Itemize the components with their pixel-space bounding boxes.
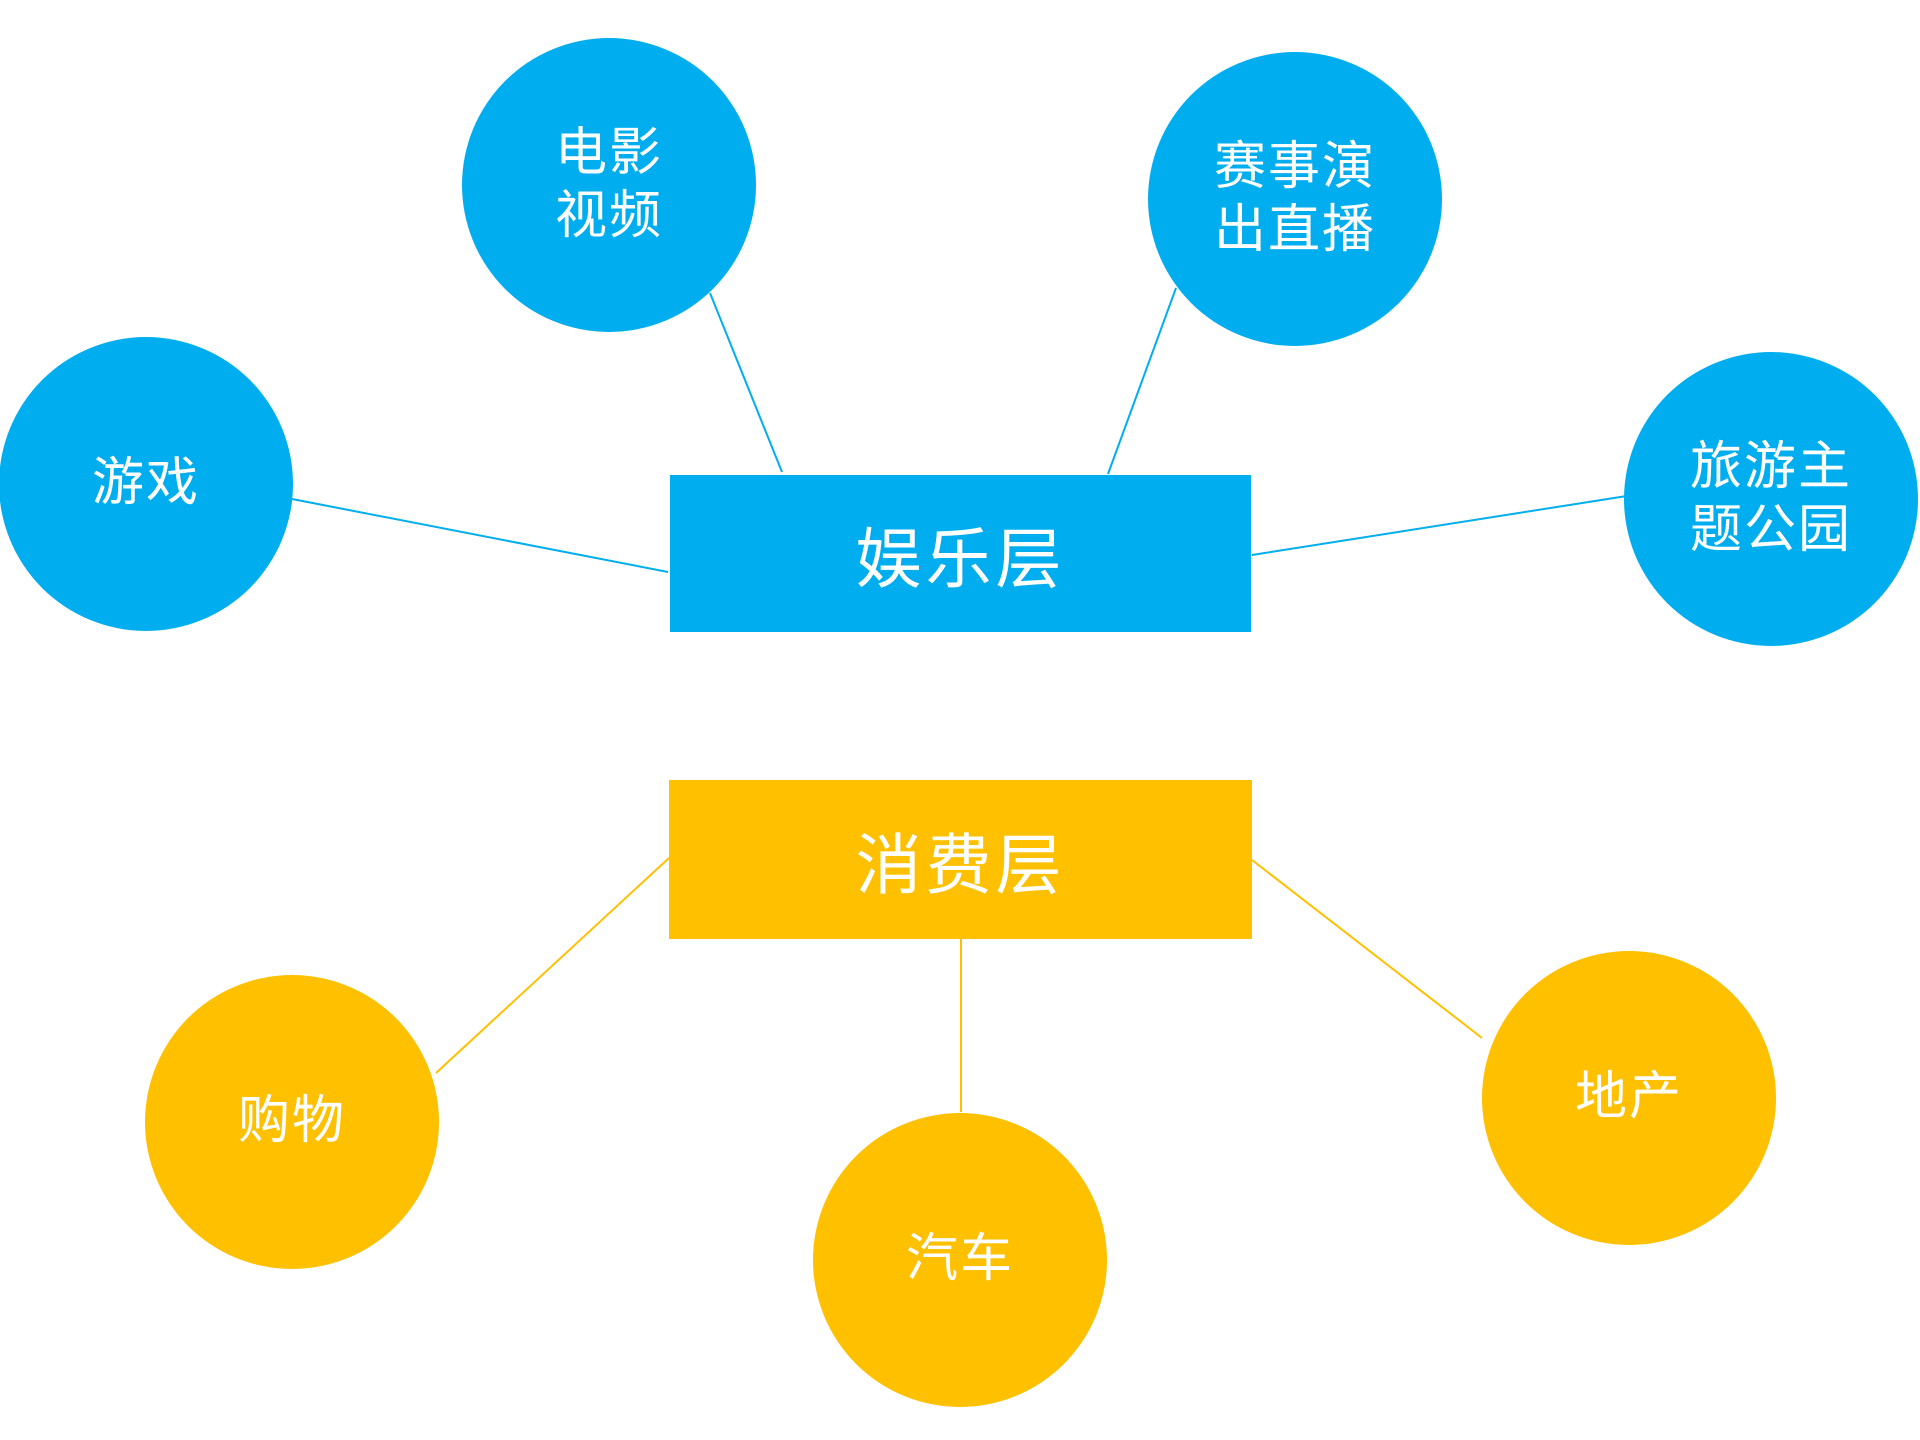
node-events-live-broadcast: 赛事演 出直播 xyxy=(1148,52,1442,346)
node-cars-label: 汽车 xyxy=(905,1229,1014,1290)
connector-entertainment-movies xyxy=(709,292,783,473)
node-shopping-label: 购物 xyxy=(237,1091,346,1152)
connector-entertainment-travel xyxy=(1251,494,1634,556)
node-games: 游戏 xyxy=(0,337,293,631)
node-events-live-broadcast-label: 赛事演 出直播 xyxy=(1213,136,1376,260)
connector-entertainment-events xyxy=(1107,287,1177,475)
hub-entertainment-layer: 娱乐层 xyxy=(670,475,1251,632)
connector-consumption-real-estate xyxy=(1251,859,1483,1039)
hub-entertainment-label: 娱乐层 xyxy=(855,520,1066,598)
node-real-estate: 地产 xyxy=(1482,951,1776,1245)
connector-consumption-shopping xyxy=(435,857,670,1074)
hub-consumption-label: 消费层 xyxy=(855,826,1066,904)
node-travel-theme-park-label: 旅游主 题公园 xyxy=(1689,436,1852,560)
node-shopping: 购物 xyxy=(145,975,439,1269)
node-games-label: 游戏 xyxy=(91,453,200,514)
node-real-estate-label: 地产 xyxy=(1574,1067,1683,1128)
node-cars: 汽车 xyxy=(813,1113,1107,1407)
node-movies-video: 电影 视频 xyxy=(462,38,756,332)
node-movies-video-label: 电影 视频 xyxy=(554,122,663,246)
hub-consumption-layer: 消费层 xyxy=(669,780,1252,939)
node-travel-theme-park: 旅游主 题公园 xyxy=(1624,352,1918,646)
connector-entertainment-games xyxy=(291,498,669,573)
